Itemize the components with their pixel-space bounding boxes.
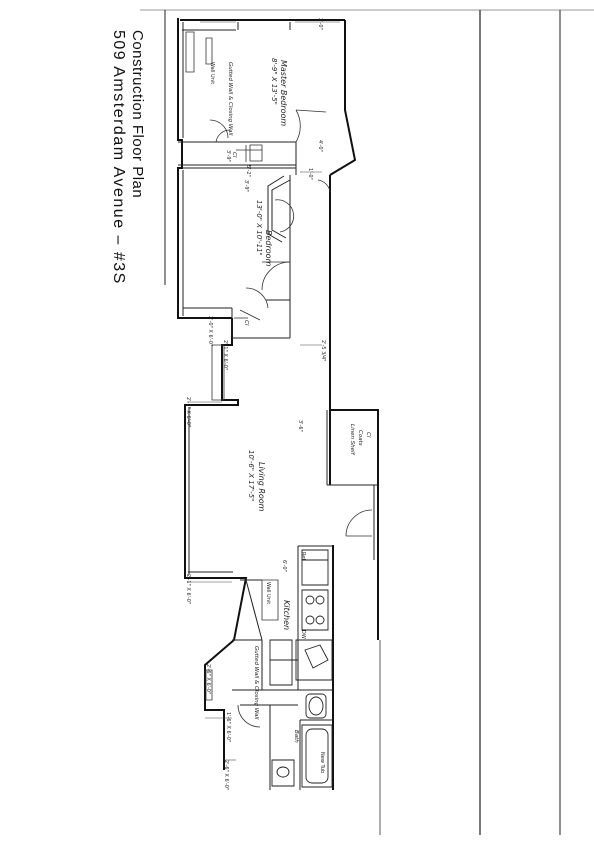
dimension-label: 3'-9" xyxy=(243,180,249,192)
coats-closet-label: Coats xyxy=(357,430,363,446)
dimension-label: 4'-0" xyxy=(317,140,323,152)
room-name-master-bedroom: Master Bedroom xyxy=(279,60,288,127)
dimension-lines xyxy=(187,22,340,760)
dimension-label: 1'-6" X 6'-0" xyxy=(225,712,231,743)
dimension-label: 2'-5 3/4" xyxy=(320,340,326,362)
room-dims-living-room: 10'-6" X 17'-5" xyxy=(247,450,255,502)
room-name-kitchen: Kitchen xyxy=(282,600,291,631)
refrigerator-label: Ref xyxy=(300,552,306,561)
dimension-label: 2'-0" xyxy=(317,18,323,30)
island xyxy=(296,640,332,680)
door-swings xyxy=(210,110,372,727)
dimension-label: 2'-0" X 6'-0" xyxy=(207,316,213,347)
bath-fixtures xyxy=(272,694,332,787)
room-name-living-room: Living Room xyxy=(257,462,266,512)
wall-note-top: Gutted Wall & Closing Wall xyxy=(227,62,233,136)
dimension-label: 3'-6" xyxy=(297,420,303,432)
inner-walls xyxy=(178,22,378,790)
sink xyxy=(302,560,328,585)
new-tub-label: New Tub xyxy=(319,752,325,774)
refrigerator xyxy=(302,550,328,560)
toilet xyxy=(306,694,326,718)
vanity xyxy=(272,760,294,786)
dimension-label: 2'-6" X 6'-0" xyxy=(223,760,229,791)
dimension-label: 2'-1" X 6'-0" xyxy=(222,340,228,371)
shelf-closet-label: Linen Shelf xyxy=(349,424,355,455)
dimension-label: 3'-9" xyxy=(225,150,231,162)
closet-label: Cl xyxy=(365,432,371,438)
dimension-label: 2'-6" X 6'-0" xyxy=(205,664,211,695)
tub xyxy=(302,725,332,787)
closet-label: Cl xyxy=(243,320,249,326)
closet-label: Cl xyxy=(231,152,237,158)
dishwasher-label: DW xyxy=(300,630,306,639)
dimension-label: 6'-0" xyxy=(281,560,287,572)
closet-details xyxy=(186,32,278,700)
room-name-bedroom: Bedroom xyxy=(264,230,273,267)
range xyxy=(302,590,328,630)
wall-unit-label-2: Wall Unit xyxy=(265,582,271,605)
dimension-label: 2'-1" X 6'-0" xyxy=(185,574,191,605)
kitchen-fixtures xyxy=(270,550,332,685)
wall-unit-label: Wall Unit xyxy=(209,62,215,85)
bay-window xyxy=(268,176,290,242)
room-dims-bedroom: 13'-0" X 10'-11" xyxy=(255,200,263,256)
dimension-label: 1'-0" xyxy=(307,168,313,180)
wall-note-bottom: Gutted Wall & Closing Wall xyxy=(253,646,259,720)
dimension-label: 2'-1" X 6'-0" xyxy=(185,397,191,428)
dimension-label: 5'-2" xyxy=(245,165,251,177)
room-dims-master-bedroom: 8'-9" X 13'-5" xyxy=(270,58,278,105)
room-name-bath: Bath xyxy=(293,730,299,743)
